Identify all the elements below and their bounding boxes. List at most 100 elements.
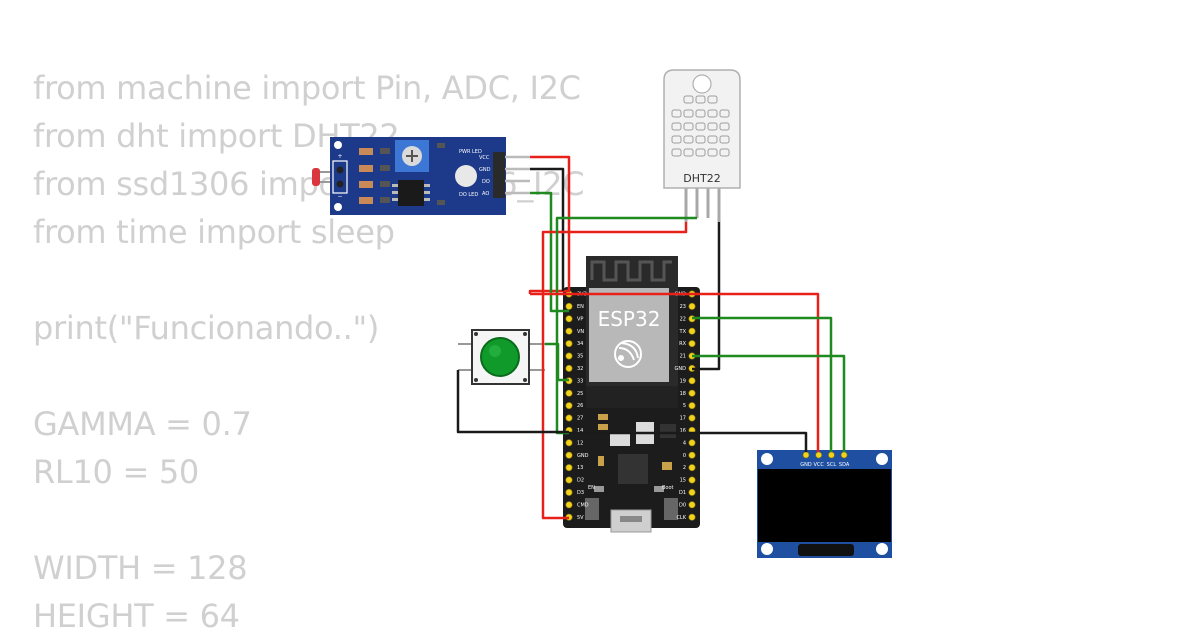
esp32-pin[interactable] <box>688 340 696 348</box>
dht22-label: DHT22 <box>683 172 720 185</box>
esp32-pin[interactable] <box>688 513 696 521</box>
wire-oled-scl <box>692 316 833 452</box>
wire-button-gnd <box>456 370 569 434</box>
esp32-pin[interactable] <box>688 501 696 509</box>
esp32-pin[interactable] <box>565 439 573 447</box>
esp32-pin-label: GND <box>577 453 589 459</box>
svg-text:EN: EN <box>588 485 595 491</box>
oled-pin[interactable] <box>840 451 848 459</box>
esp32-pin[interactable] <box>688 377 696 385</box>
ldr-module[interactable]: + − PWR LED DO LED VCC GND DO AO <box>312 137 530 215</box>
esp32-pin-label: GND <box>675 366 687 372</box>
esp32-pin[interactable] <box>688 302 696 310</box>
esp32-pin-label: 21 <box>680 354 686 360</box>
wire-ldr-vcc <box>528 155 571 294</box>
oled-pin-label: GND <box>800 462 812 468</box>
svg-text:PWR LED: PWR LED <box>459 149 482 155</box>
usb-uart-chip <box>618 454 648 484</box>
oled-pin[interactable] <box>802 451 810 459</box>
esp32-pin[interactable] <box>688 451 696 459</box>
esp32-pin[interactable] <box>565 476 573 484</box>
oled-pin-label: SDA <box>839 462 850 468</box>
esp32-pin[interactable] <box>688 389 696 397</box>
esp32-pin-label: D0 <box>679 502 686 508</box>
esp32-pin-label: 22 <box>680 316 686 322</box>
esp32-pin-label: 32 <box>577 366 583 372</box>
code-line: from machine import Pin, ADC, I2C <box>33 69 581 107</box>
comparator-chip <box>398 180 424 206</box>
code-line: GAMMA = 0.7 <box>33 405 252 443</box>
wire-ldr-gnd <box>530 167 565 291</box>
esp32-pin[interactable] <box>565 414 573 422</box>
potentiometer-icon[interactable] <box>395 140 429 172</box>
esp32-pin-label: 13 <box>577 465 583 471</box>
esp32-pin-label: 14 <box>577 428 583 434</box>
esp32-pin[interactable] <box>688 488 696 496</box>
esp32-pin-label: 18 <box>680 391 686 397</box>
code-line: from time import sleep <box>33 213 395 251</box>
espressif-logo-icon <box>614 340 642 368</box>
push-button-icon[interactable] <box>458 329 545 385</box>
esp32-pin-label: D1 <box>679 490 686 496</box>
esp32-pin[interactable] <box>565 302 573 310</box>
esp32-pin[interactable] <box>565 315 573 323</box>
esp32-pin[interactable] <box>688 327 696 335</box>
esp32-pin[interactable] <box>688 402 696 410</box>
esp32-pin[interactable] <box>565 352 573 360</box>
wifi-antenna-icon <box>590 260 672 282</box>
esp32-pin[interactable] <box>565 402 573 410</box>
wire-dht-vcc <box>541 222 688 520</box>
esp32-pin[interactable] <box>688 476 696 484</box>
esp32-pin-label: CLK <box>676 515 686 521</box>
code-line: RL10 = 50 <box>33 453 199 491</box>
status-led <box>455 165 477 187</box>
esp32-pin-label: 25 <box>577 391 583 397</box>
wire-oled-vcc <box>530 292 820 452</box>
dht22-sensor[interactable]: DHT22 <box>663 69 741 222</box>
esp32-pin-label: 23 <box>680 304 686 310</box>
esp32-pin-label: 35 <box>577 354 583 360</box>
esp32-pin-label: 0 <box>683 453 686 459</box>
svg-text:VCC: VCC <box>479 155 490 161</box>
esp32-pin[interactable] <box>565 389 573 397</box>
esp32-pin[interactable] <box>688 464 696 472</box>
wire-oled-sda <box>692 354 846 452</box>
svg-text:AO: AO <box>482 191 489 197</box>
esp32-pin-label: VP <box>577 316 583 322</box>
esp32-pin[interactable] <box>565 488 573 496</box>
esp32-pin-label: 16 <box>680 428 686 434</box>
esp32-pin-label: 5V <box>577 515 584 521</box>
oled-pin[interactable] <box>828 451 835 459</box>
esp32-board[interactable]: ESP32 EN Boot 3V3ENVPVN34353233252627141… <box>563 256 700 533</box>
wire-button-signal <box>545 342 569 382</box>
esp32-pin-label: D2 <box>577 478 584 484</box>
esp32-label: ESP32 <box>598 307 661 331</box>
esp32-pin-label: EN <box>577 304 584 310</box>
boot-button[interactable] <box>664 498 678 520</box>
esp32-pin-label: 26 <box>577 403 583 409</box>
esp32-pin[interactable] <box>565 501 573 509</box>
code-line: HEIGHT = 64 <box>33 597 240 635</box>
oled-pin-label: SCL <box>827 462 837 468</box>
oled-pin[interactable] <box>815 451 823 459</box>
esp32-pin-label: 27 <box>577 416 583 422</box>
svg-text:DO: DO <box>482 179 490 185</box>
esp32-pin-label: RX <box>679 341 686 347</box>
esp32-pin[interactable] <box>565 340 573 348</box>
esp32-pin[interactable] <box>565 451 573 459</box>
code-line: print("Funcionando..") <box>33 309 380 347</box>
esp32-pin-label: 33 <box>577 378 583 384</box>
esp32-pin-label: VN <box>577 329 584 335</box>
esp32-pin[interactable] <box>565 364 573 372</box>
esp32-pin[interactable] <box>688 414 696 422</box>
oled-pin-label: VCC <box>813 462 824 468</box>
esp32-pin-label: 15 <box>680 478 686 484</box>
esp32-pin[interactable] <box>565 327 573 335</box>
esp32-pin[interactable] <box>688 439 696 447</box>
svg-text:−: − <box>337 193 342 200</box>
en-button[interactable] <box>585 498 599 520</box>
esp32-pin[interactable] <box>565 464 573 472</box>
oled-screen <box>758 469 891 542</box>
